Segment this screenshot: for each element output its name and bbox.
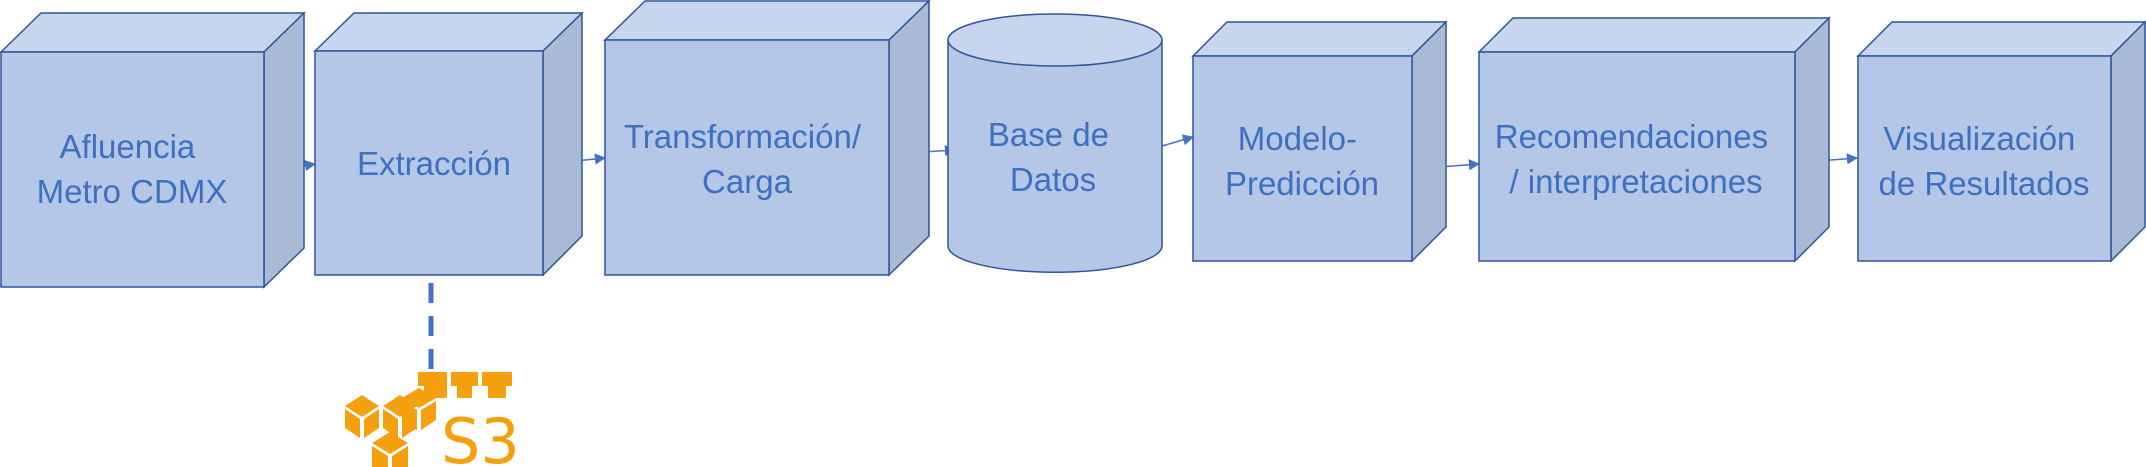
s3-label: S3 [441, 405, 520, 467]
cube-side [1411, 20, 1447, 263]
node-extraccion: Extracción [313, 11, 584, 277]
label-line-2: Carga [702, 163, 793, 200]
node-visualizacion-label: Visualización de Resultados [1879, 120, 2090, 202]
s3-cube [383, 409, 398, 438]
s3-bucket-shape [418, 372, 447, 398]
label-line-2: Metro CDMX [37, 173, 228, 210]
cube-side [2110, 20, 2146, 263]
node-recomendaciones-label: Recomendaciones / interpretaciones [1495, 118, 1778, 200]
cube-front [1192, 55, 1413, 262]
cube-top [1477, 17, 1831, 53]
aws-s3-icon: S3 [345, 372, 520, 467]
s3-cube [402, 401, 417, 430]
cylinder-top [947, 13, 1163, 67]
cube-front [1478, 51, 1796, 262]
node-base-datos-label: Base de Datos [988, 116, 1118, 198]
cube-top [0, 12, 306, 53]
cube-front [604, 39, 890, 276]
s3-cube [372, 432, 408, 454]
s3-bucket-shape [451, 372, 478, 398]
label-line-1: Modelo- [1238, 120, 1357, 157]
label-line-1: Base de [988, 116, 1109, 153]
s3-cube [345, 395, 379, 417]
s3-cube [421, 401, 436, 430]
label-line-2: / interpretaciones [1509, 163, 1762, 200]
cube-side [888, 0, 930, 277]
edge-base-modelo [1161, 134, 1195, 147]
node-afluencia-label: Afluencia Metro CDMX [37, 128, 228, 210]
s3-bucket-shape [482, 372, 512, 398]
label-line-1: Visualización [1883, 120, 2075, 157]
label-line-2: Predicción [1225, 165, 1379, 202]
cube-front [1857, 55, 2112, 262]
node-transformacion-label: Transformación/ Carga [624, 118, 870, 200]
cube-top [1191, 21, 1448, 57]
cube-front [0, 51, 265, 288]
cube-side [263, 11, 305, 289]
cube-top [313, 12, 584, 52]
node-modelo-label: Modelo- Predicción [1225, 120, 1379, 202]
s3-cube [364, 409, 379, 438]
cube-side [1794, 16, 1830, 263]
cube-top [603, 0, 931, 41]
node-transformacion: Transformación/ Carga [603, 0, 931, 277]
s3-cube [392, 446, 408, 467]
s3-cube [372, 446, 388, 467]
node-modelo: Modelo- Predicción [1191, 20, 1448, 263]
label-line-1: Afluencia [60, 128, 196, 165]
node-afluencia: Afluencia Metro CDMX [0, 11, 306, 289]
cube-front [314, 50, 544, 276]
label-line-1: Extracción [357, 145, 511, 182]
node-recomendaciones: Recomendaciones / interpretaciones [1477, 16, 1831, 263]
label-line-1: Transformación/ [624, 118, 862, 155]
label-line-2: Datos [1010, 161, 1096, 198]
s3-cube [402, 388, 436, 408]
cylinder-body [947, 39, 1163, 273]
node-visualizacion: Visualización de Resultados [1856, 20, 2146, 263]
cube-top [1856, 21, 2146, 57]
node-extraccion-label: Extracción [357, 145, 511, 182]
s3-cube [345, 409, 360, 438]
cube-side [542, 11, 583, 277]
label-line-2: de Resultados [1879, 165, 2090, 202]
node-base-datos: Base de Datos [947, 13, 1163, 273]
label-line-1: Recomendaciones [1495, 118, 1768, 155]
